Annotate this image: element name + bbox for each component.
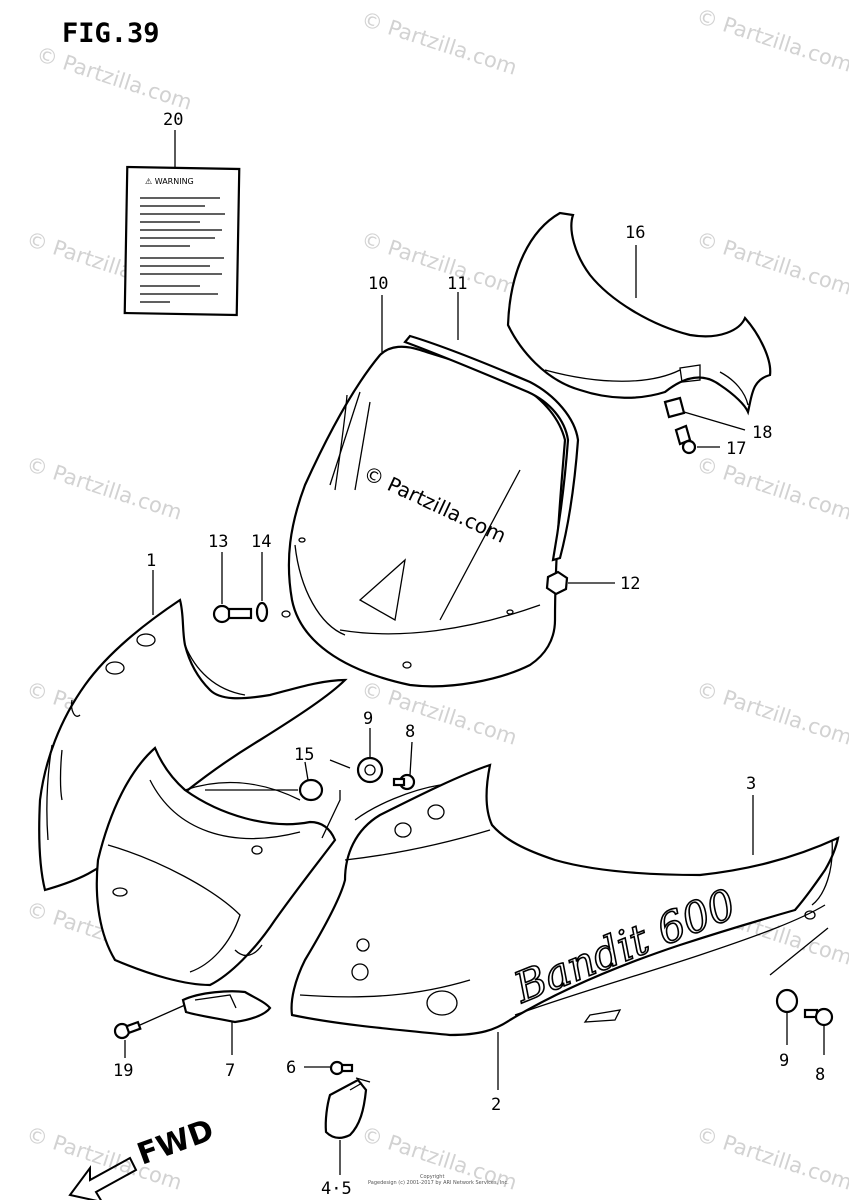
leader-18 [683, 411, 746, 431]
part-14-washer[interactable] [255, 601, 291, 623]
part-8-bolt-upper[interactable] [392, 773, 416, 791]
callout-1: 1 [146, 551, 156, 571]
part-12-nut[interactable] [545, 570, 569, 596]
leader-8-9-lines [321, 759, 351, 839]
callout-12: 12 [620, 574, 640, 594]
watermark: © Partzilla.com [693, 1122, 849, 1195]
watermark: © Partzilla.com [33, 42, 195, 115]
callout-18: 18 [752, 423, 772, 443]
callout-14: 14 [251, 532, 271, 552]
part-20-warning-label[interactable]: ⚠ WARNING [123, 165, 241, 317]
callout-8-lower: 8 [815, 1065, 825, 1085]
callout-3: 3 [746, 774, 756, 794]
callout-7: 7 [225, 1061, 235, 1081]
part-16-inner-cowl[interactable] [506, 211, 772, 416]
warning-label-title: ⚠ WARNING [145, 177, 194, 186]
leader-15 [304, 761, 309, 781]
part-19-screw[interactable] [113, 1020, 142, 1040]
callout-9-upper: 9 [363, 709, 373, 729]
warning-label-text-lines [140, 197, 225, 303]
callout-6: 6 [286, 1058, 296, 1078]
copyright-line: Pagedesign (c) 2001-2017 by ARI Network … [368, 1180, 509, 1186]
callout-10: 10 [368, 274, 388, 294]
watermark: © Partzilla.com [358, 7, 520, 80]
callout-20: 20 [163, 110, 183, 130]
watermark: © Partzilla.com [693, 227, 849, 300]
part-17-screw[interactable] [674, 424, 697, 455]
part-15-grommet[interactable] [298, 778, 324, 802]
part-10-windscreen[interactable] [287, 345, 567, 688]
part-6-screw[interactable] [329, 1060, 354, 1076]
callout-9-lower: 9 [779, 1051, 789, 1071]
part-8-bolt-lower[interactable] [803, 1007, 834, 1027]
part-1-inner-frame[interactable] [95, 746, 337, 987]
leader-8-9-lower-lines [769, 927, 829, 976]
fwd-arrow-icon [68, 1156, 138, 1200]
callout-4-5: 4·5 [321, 1179, 352, 1199]
callout-8-upper: 8 [405, 722, 415, 742]
callout-11: 11 [447, 274, 467, 294]
part-13-screw[interactable] [212, 604, 253, 624]
watermark: © Partzilla.com [693, 677, 849, 750]
leader-8-upper [409, 741, 413, 776]
callout-17: 17 [726, 439, 746, 459]
callout-2: 2 [491, 1095, 501, 1115]
watermark: © Partzilla.com [358, 677, 520, 750]
part-9-cushion-upper[interactable] [356, 756, 384, 784]
callout-19: 19 [113, 1061, 133, 1081]
part-18-clip[interactable] [663, 396, 686, 419]
watermark: © Partzilla.com [693, 452, 849, 525]
callout-15: 15 [294, 745, 314, 765]
part-7-bracket[interactable] [181, 990, 272, 1024]
watermark: © Partzilla.com [693, 4, 849, 77]
part-4-5-bracket[interactable] [324, 1077, 371, 1139]
callout-13: 13 [208, 532, 228, 552]
part-11-screen-trim[interactable] [403, 334, 580, 562]
callout-16: 16 [625, 223, 645, 243]
leader-19 [139, 1004, 186, 1026]
part-9-cushion-lower[interactable] [775, 988, 799, 1014]
figure-title: FIG.39 [62, 18, 160, 49]
watermark: © Partzilla.com [23, 452, 185, 525]
fwd-label: FWD [133, 1113, 219, 1173]
copyright-small: Copyright [420, 1174, 444, 1180]
part-2-under-cowl[interactable] [290, 763, 840, 1037]
